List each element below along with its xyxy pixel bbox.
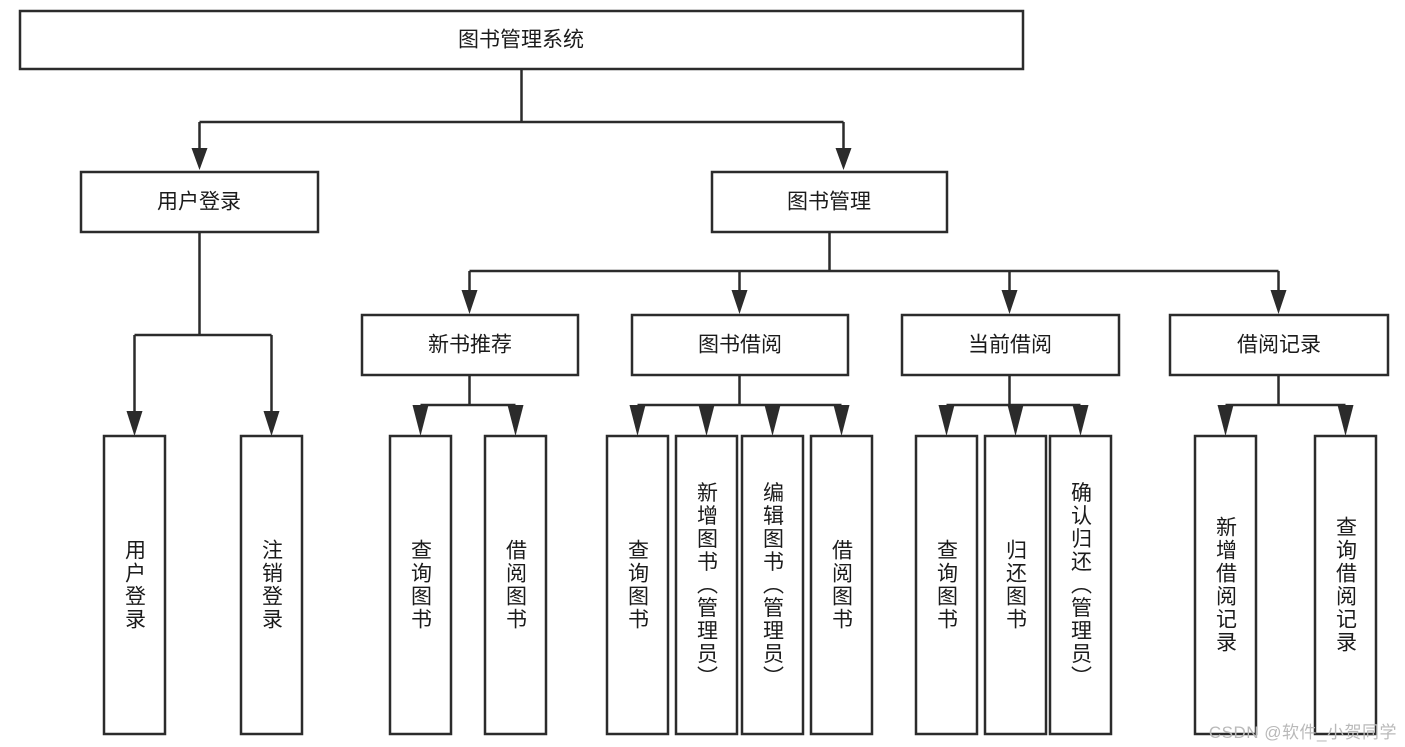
connector-group-user-login bbox=[126, 232, 280, 436]
leaf-cb-confirm-return-label: 确认归还（管理员） bbox=[1069, 482, 1093, 689]
node-book-borrow-box[interactable] bbox=[630, 313, 850, 377]
leaf-cb-confirm-return-box[interactable] bbox=[1048, 434, 1113, 736]
node-borrow-record[interactable]: 借阅记录 bbox=[1168, 313, 1390, 377]
arrowhead-cb-leaf-1 bbox=[938, 405, 955, 436]
leaf-bb-query-book[interactable]: 查询图书 bbox=[605, 434, 670, 736]
node-user-login-box[interactable] bbox=[79, 170, 320, 234]
leaf-user-login-logout-box[interactable] bbox=[239, 434, 304, 736]
leaf-cb-query-book[interactable]: 查询图书 bbox=[914, 434, 979, 736]
arrowhead-book-borrow bbox=[731, 290, 748, 314]
node-book-borrow-label: 图书借阅 bbox=[698, 334, 782, 357]
arrowhead-bb-leaf-4 bbox=[833, 405, 850, 436]
leaf-bb-edit-book-label: 编辑图书（管理员） bbox=[761, 482, 785, 689]
leaf-cb-return-book-box[interactable] bbox=[983, 434, 1048, 736]
node-root[interactable]: 图书管理系统 bbox=[18, 9, 1025, 71]
node-current-borrow-label: 当前借阅 bbox=[968, 334, 1052, 357]
leaf-user-login-login-box[interactable] bbox=[102, 434, 167, 736]
connector-group-borrow-record bbox=[1217, 375, 1354, 436]
leaf-user-login-logout-label: 注销登录 bbox=[260, 539, 284, 631]
node-user-login[interactable]: 用户登录 bbox=[79, 170, 320, 234]
leaf-br-add-record-box[interactable] bbox=[1193, 434, 1258, 736]
leaf-user-login-logout[interactable]: 注销登录 bbox=[239, 434, 304, 736]
leaf-nbr-query-book-label: 查询图书 bbox=[409, 539, 433, 631]
leaf-bb-borrow-book-box[interactable] bbox=[809, 434, 874, 736]
node-new-book-recommend-label: 新书推荐 bbox=[428, 334, 512, 357]
leaf-cb-return-book-label: 归还图书 bbox=[1004, 539, 1028, 631]
arrowhead-bb-leaf-3 bbox=[764, 405, 781, 436]
connector-group-new-book-recommend bbox=[412, 375, 524, 436]
leaf-user-login-login[interactable]: 用户登录 bbox=[102, 434, 167, 736]
leaf-cb-confirm-return[interactable]: 确认归还（管理员） bbox=[1048, 434, 1113, 736]
leaf-br-query-record-label: 查询借阅记录 bbox=[1334, 516, 1358, 654]
arrowhead-current-borrow bbox=[1001, 290, 1018, 314]
leaf-nbr-query-book[interactable]: 查询图书 bbox=[388, 434, 453, 736]
leaf-cb-return-book[interactable]: 归还图书 bbox=[983, 434, 1048, 736]
connector-group-book-mgmt bbox=[461, 232, 1287, 314]
node-book-management-box[interactable] bbox=[710, 170, 949, 234]
leaf-bb-add-book-label: 新增图书（管理员） bbox=[695, 482, 719, 689]
node-root-label: 图书管理系统 bbox=[458, 29, 584, 52]
arrowhead-br-leaf-2 bbox=[1337, 405, 1354, 436]
leaf-br-add-record-label: 新增借阅记录 bbox=[1214, 516, 1238, 654]
arrowhead-nbr-leaf-2 bbox=[507, 405, 524, 436]
leaf-bb-borrow-book-label: 借阅图书 bbox=[830, 539, 854, 631]
node-borrow-record-box[interactable] bbox=[1168, 313, 1390, 377]
leaf-nbr-query-book-box[interactable] bbox=[388, 434, 453, 736]
leaf-nbr-borrow-book-label: 借阅图书 bbox=[504, 539, 528, 631]
node-book-management-label: 图书管理 bbox=[787, 191, 871, 214]
arrowhead-borrow-record bbox=[1270, 290, 1287, 314]
leaf-nbr-borrow-book[interactable]: 借阅图书 bbox=[483, 434, 548, 736]
node-book-management[interactable]: 图书管理 bbox=[710, 170, 949, 234]
leaf-br-query-record-box[interactable] bbox=[1313, 434, 1378, 736]
node-user-login-label: 用户登录 bbox=[157, 191, 241, 214]
arrowhead-cb-leaf-2 bbox=[1007, 405, 1024, 436]
leaf-user-login-login-label: 用户登录 bbox=[123, 539, 147, 631]
arrowhead-bb-leaf-2 bbox=[698, 405, 715, 436]
leaf-bb-add-book-box[interactable] bbox=[674, 434, 739, 736]
leaf-br-query-record[interactable]: 查询借阅记录 bbox=[1313, 434, 1378, 736]
arrowhead-nbr-leaf-1 bbox=[412, 405, 429, 436]
leaf-bb-query-book-label: 查询图书 bbox=[626, 539, 650, 631]
node-root-box[interactable] bbox=[18, 9, 1025, 71]
leaf-bb-add-book[interactable]: 新增图书（管理员） bbox=[674, 434, 739, 736]
arrowhead-user-login bbox=[191, 148, 208, 170]
connector-group-root bbox=[191, 69, 852, 170]
node-current-borrow[interactable]: 当前借阅 bbox=[900, 313, 1121, 377]
leaf-bb-edit-book[interactable]: 编辑图书（管理员） bbox=[740, 434, 805, 736]
connector-group-book-borrow bbox=[629, 375, 850, 436]
leaf-bb-edit-book-box[interactable] bbox=[740, 434, 805, 736]
leaf-bb-borrow-book[interactable]: 借阅图书 bbox=[809, 434, 874, 736]
arrowhead-leaf-user-login bbox=[126, 411, 143, 436]
leaf-br-add-record[interactable]: 新增借阅记录 bbox=[1193, 434, 1258, 736]
arrowhead-bb-leaf-1 bbox=[629, 405, 646, 436]
leaf-cb-query-book-label: 查询图书 bbox=[935, 539, 959, 631]
connector-group-current-borrow bbox=[938, 375, 1089, 436]
arrowhead-cb-leaf-3 bbox=[1072, 405, 1089, 436]
node-current-borrow-box[interactable] bbox=[900, 313, 1121, 377]
arrowhead-leaf-logout bbox=[263, 411, 280, 436]
arrowhead-new-book-recommend bbox=[461, 290, 478, 314]
node-new-book-recommend[interactable]: 新书推荐 bbox=[360, 313, 580, 377]
leaf-nbr-borrow-book-box[interactable] bbox=[483, 434, 548, 736]
leaf-cb-query-book-box[interactable] bbox=[914, 434, 979, 736]
arrowhead-br-leaf-1 bbox=[1217, 405, 1234, 436]
node-new-book-recommend-box[interactable] bbox=[360, 313, 580, 377]
node-book-borrow[interactable]: 图书借阅 bbox=[630, 313, 850, 377]
arrowhead-book-mgmt bbox=[835, 148, 852, 170]
csdn-watermark: CSDN @软件_小贺同学 bbox=[1208, 723, 1397, 742]
node-borrow-record-label: 借阅记录 bbox=[1237, 334, 1321, 357]
leaf-bb-query-book-box[interactable] bbox=[605, 434, 670, 736]
